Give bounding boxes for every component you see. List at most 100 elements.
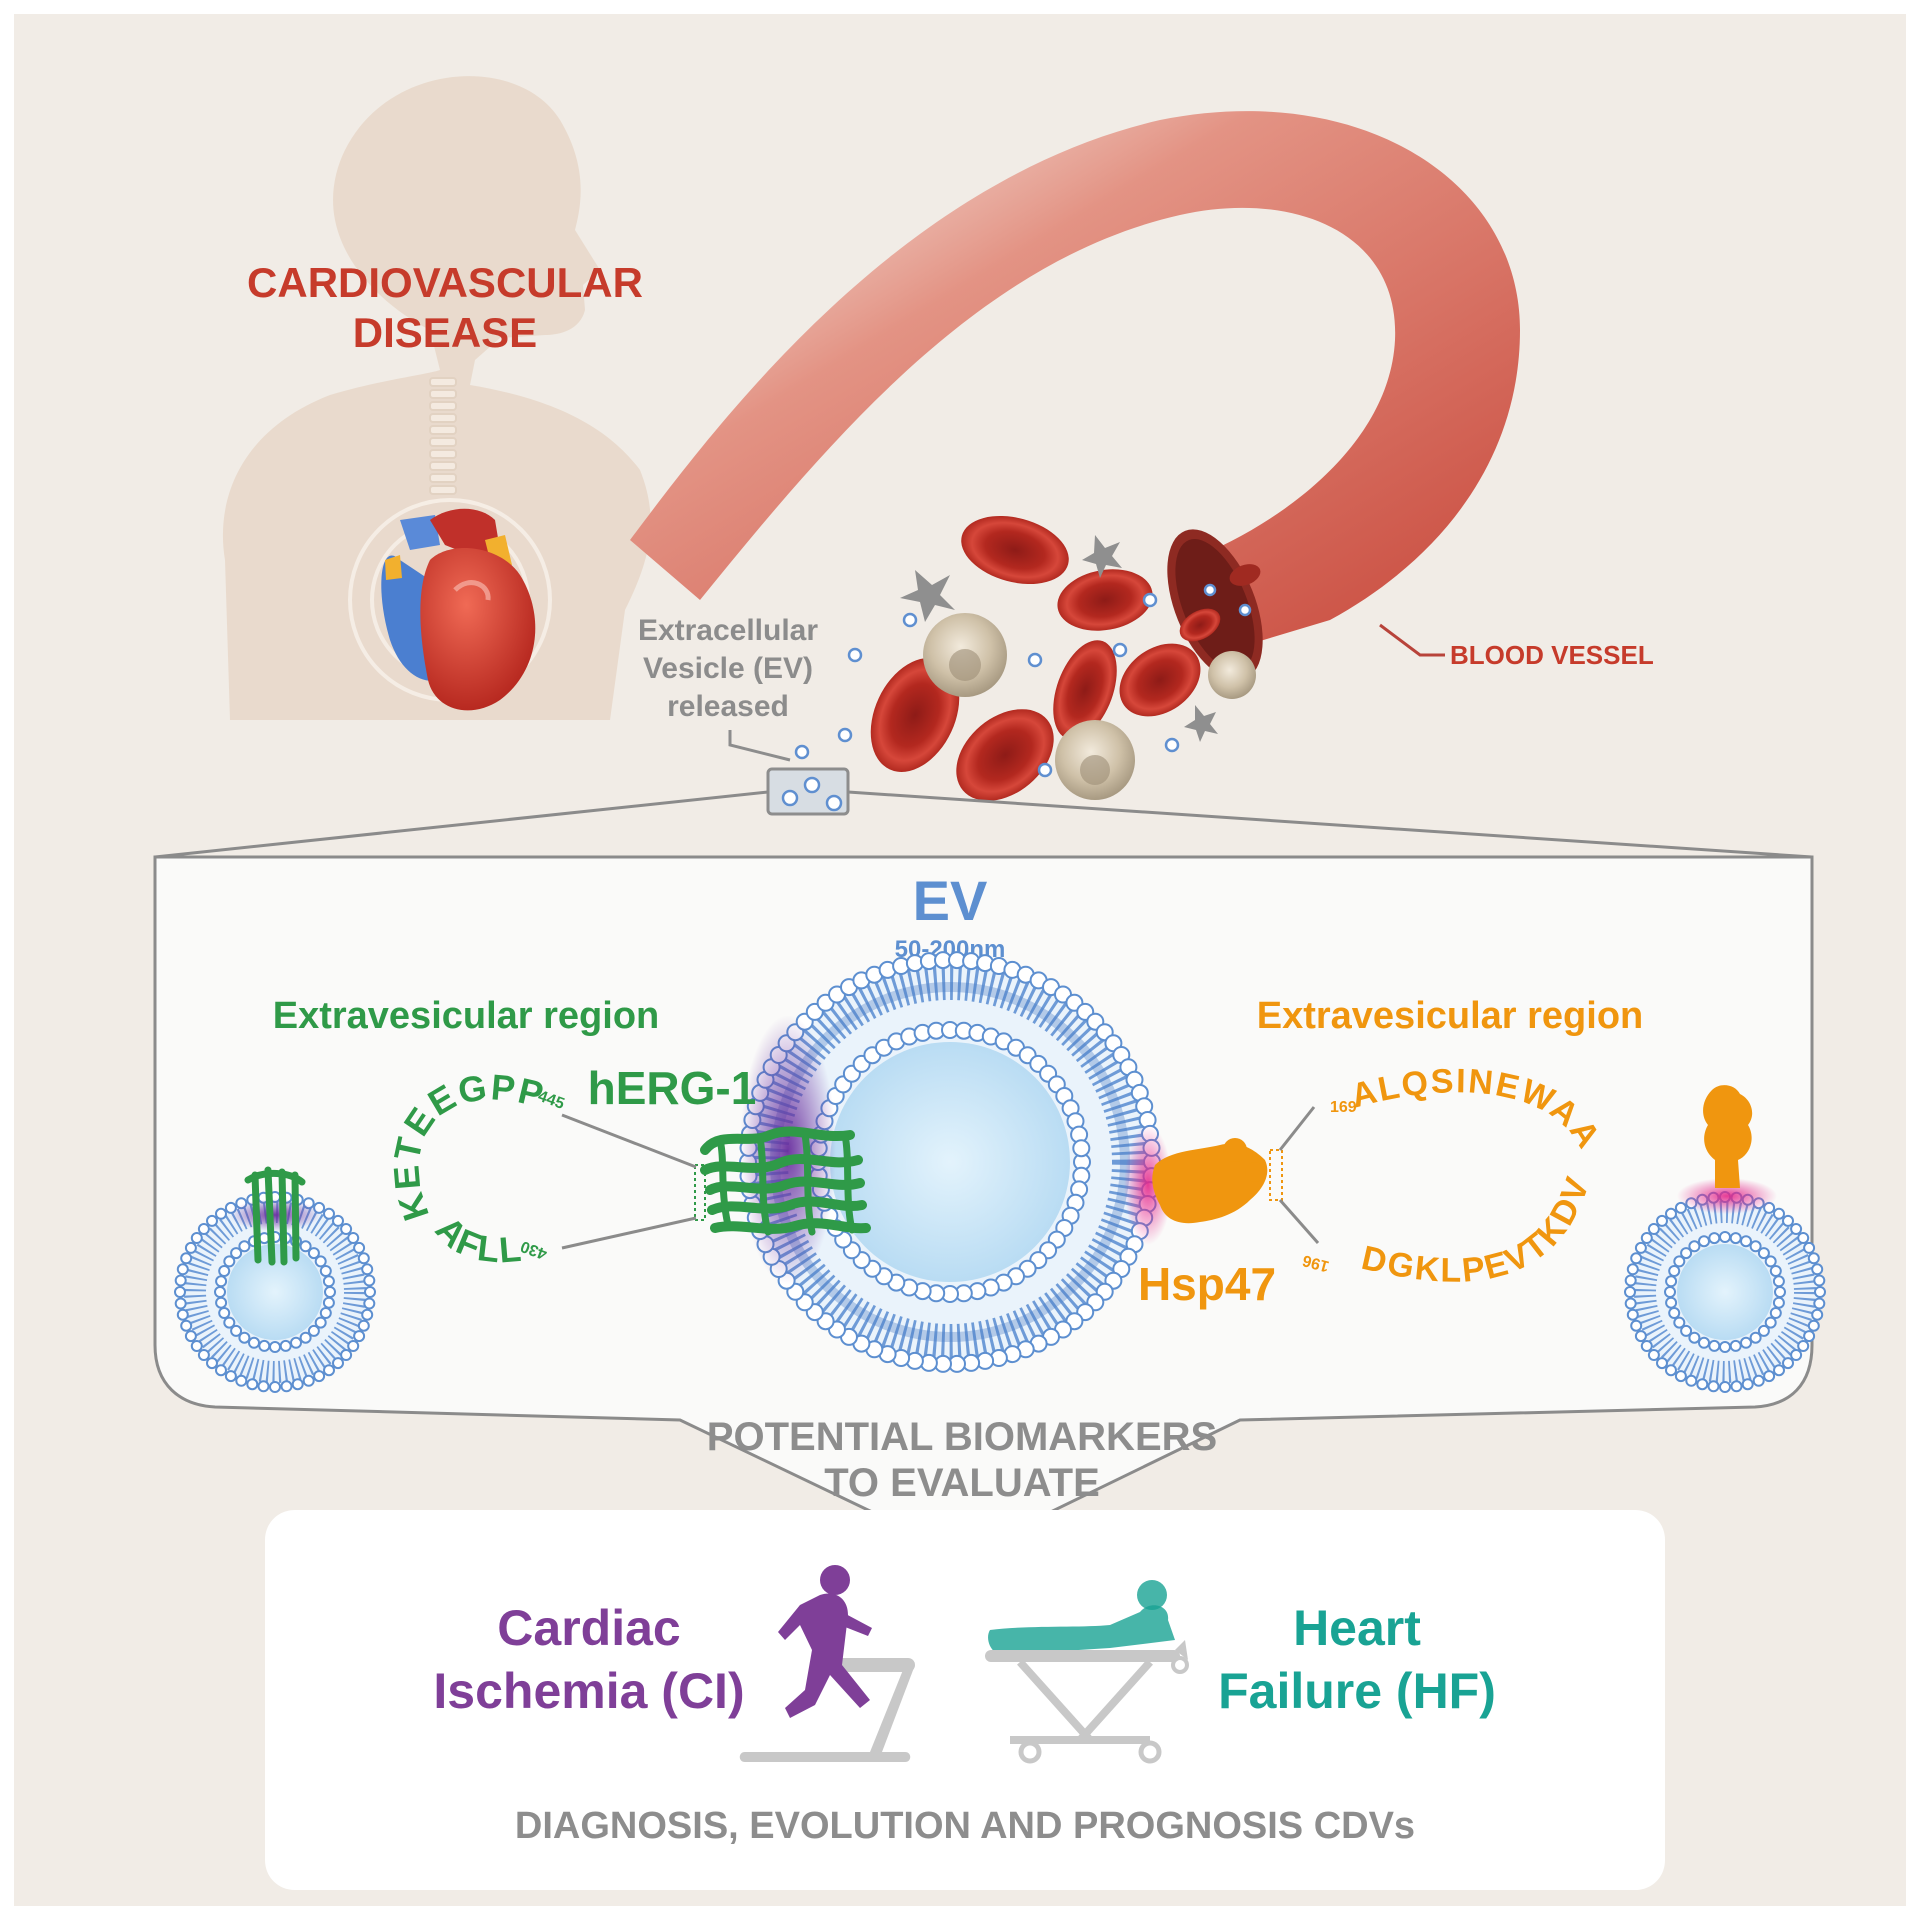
lipid-head [1741,1378,1754,1391]
lipid-head [215,1296,228,1309]
outcome-panel [265,1510,1665,1890]
lipid-head [197,1349,210,1361]
lipid-head [332,1214,344,1227]
herg-leader-top [561,1113,697,1169]
lipid-head [197,1223,210,1235]
lipid-head [1708,1339,1721,1352]
lipid-head [246,1378,259,1391]
lipid-head [279,1339,292,1352]
lipid-head [1708,1232,1721,1245]
lipid-head [1790,1223,1803,1235]
lipid-head [1813,1274,1826,1287]
lipid-head [1764,1255,1777,1268]
hf-label-line-1: Heart [1293,1600,1421,1656]
lipid-head [1634,1241,1647,1254]
lipid-head [1626,1263,1639,1276]
hsp47-protein-icon [1152,1138,1268,1224]
lipid-head [1665,1364,1677,1377]
lipid-head [1782,1214,1794,1227]
lipid-head [314,1316,327,1329]
lipid-head [1719,1231,1731,1243]
biomarkers-line-1: POTENTIAL BIOMARKERS [707,1415,1217,1459]
lipid-head [1624,1274,1637,1287]
lipid-head [1673,1255,1686,1268]
hsp-membrane-glow [1124,1125,1172,1245]
lipid-head [1729,1232,1742,1245]
lipid-head [1673,1316,1686,1329]
lipid-head [323,1207,335,1220]
lipid-head [322,1296,335,1309]
ci-label-line-2: Ischemia (CI) [433,1663,744,1719]
lipid-head [1807,1252,1820,1265]
lipid-head [1811,1308,1824,1321]
lipid-head [1769,1307,1782,1319]
lipid-head [332,1357,344,1370]
lipid-head [1640,1340,1653,1352]
lipid-head [176,1308,189,1321]
lipid-head [215,1364,227,1377]
ev-released-line-3: released [667,690,789,723]
lipid-head [1626,1308,1639,1321]
lipid-head [269,1341,281,1353]
platelet-icon [900,535,1218,742]
lipid-head [1647,1223,1660,1235]
lipid-head [184,1330,197,1343]
lipid-head [319,1265,332,1277]
lipid-head [1630,1319,1643,1332]
lipid-head [299,1331,312,1344]
lipid-head [322,1275,335,1288]
lipid-head [314,1255,327,1268]
lipid-head [1790,1349,1803,1361]
lipid-head [269,1381,281,1393]
white-blood-cell-icon [923,613,1256,800]
lipid-head [280,1380,293,1393]
lipid-head [1668,1265,1681,1277]
lipid-head [1773,1364,1785,1377]
hsp47-label: Hsp47 [1138,1258,1276,1310]
title-line-1: CARDIOVASCULAR [247,259,643,306]
lipid-head [1656,1357,1668,1370]
lipid-head [319,1307,332,1319]
small-ev-herg [174,1166,376,1393]
lipid-head [1757,1247,1770,1260]
zoom-line-right [847,790,1813,859]
lipid-head [1772,1275,1785,1288]
lipid-head [174,1297,187,1310]
lipid-head [176,1263,189,1276]
lipid-head [1656,1214,1668,1227]
lipid-head [1797,1340,1810,1352]
lipid-head [1773,1207,1785,1220]
footer-label: DIAGNOSIS, EVOLUTION AND PROGNOSIS CDVs [515,1805,1415,1847]
lipid-head [1782,1357,1794,1370]
lipid-head [218,1265,231,1277]
zoom-line-left [154,790,769,859]
lipid-head [174,1274,187,1287]
lipid-head [1729,1339,1742,1352]
lipid-head [248,1336,260,1349]
panel-pointer [680,1515,1240,1555]
lipid-head [324,1286,336,1298]
lipid-head [1757,1324,1770,1337]
lipid-head [223,1316,236,1329]
lipid-head [1803,1241,1816,1254]
lipid-head [1698,1235,1710,1248]
lipid-head [230,1324,243,1337]
lipid-head [1665,1207,1677,1220]
lipid-head [238,1240,251,1253]
lipid-head [1665,1296,1678,1309]
lipid-head [1797,1232,1810,1244]
lipid-head [347,1232,360,1244]
lipid-head [1749,1331,1762,1344]
lipid-head [1698,1336,1710,1349]
lipid-head [1688,1331,1701,1344]
lipid-head [1769,1265,1782,1277]
lipid-head [1763,1370,1776,1383]
lipid-head [1624,1297,1637,1310]
lipid-head [1680,1324,1693,1337]
herg-membrane-glow [740,1015,836,1285]
lipid-head [363,1274,376,1287]
lipid-head [238,1331,251,1344]
lipid-head [357,1252,370,1265]
lipid-head [214,1286,226,1298]
